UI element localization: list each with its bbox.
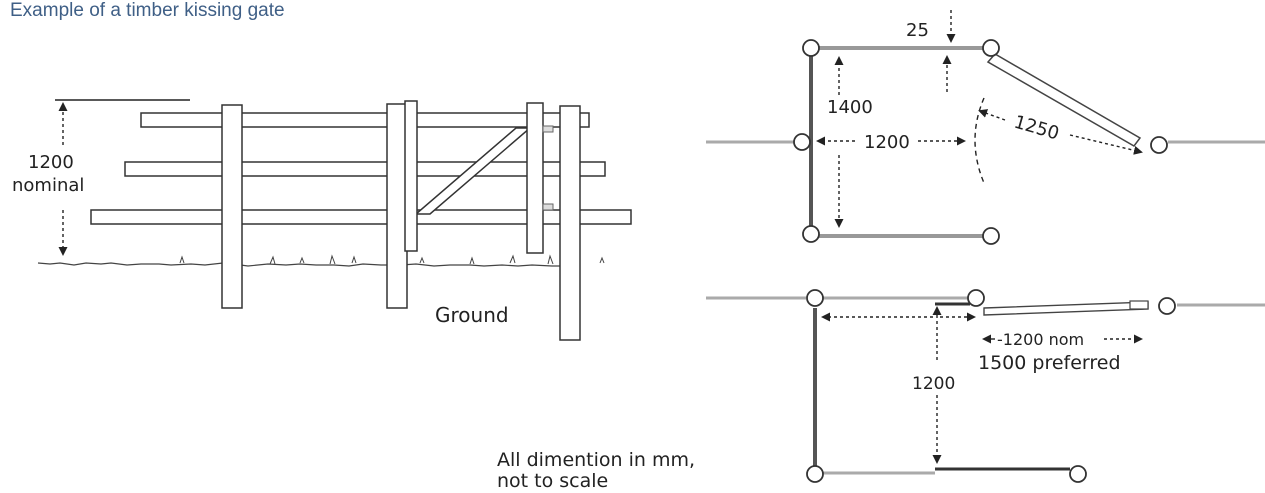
post-circle-top-right — [982, 39, 1000, 57]
post-circle-top-left — [802, 39, 820, 57]
post-circle-bottom-left — [802, 225, 820, 243]
bottom-rail — [90, 209, 632, 225]
post-circle-lower-top-left — [806, 289, 824, 307]
post-3 — [526, 102, 544, 254]
grass-tufts — [179, 254, 605, 265]
post-circle-lower-bottom-left — [806, 465, 824, 483]
gate-leaf-lower — [983, 301, 1149, 316]
post-circle-mid-left — [793, 133, 811, 151]
gate-swing-label: 1250 — [1012, 112, 1062, 145]
ground-line — [37, 262, 564, 267]
width-label: 1200 — [864, 132, 910, 153]
post-circle-lower-gate-end — [1158, 297, 1176, 315]
depth-label-lower: 1200 — [912, 374, 955, 394]
post-circle-gate-end — [1150, 136, 1168, 154]
post-circle-lower-top-mid — [967, 289, 985, 307]
post-circle-lower-bottom-right — [1069, 465, 1087, 483]
offset-label: 25 — [906, 20, 929, 41]
gate-swing-arc — [974, 97, 985, 184]
opening-label: -1200 nom — [997, 330, 1084, 349]
post-1 — [221, 104, 243, 309]
diagram-title: Example of a timber kissing gate — [10, 0, 285, 21]
post-circle-bottom-right — [982, 227, 1000, 245]
plan-view-bottom: 1200 -1200 nom 1500 preferred — [706, 289, 1265, 483]
height-label-nominal: nominal — [12, 175, 84, 196]
top-rail — [140, 112, 590, 128]
gate-stile-post — [404, 100, 418, 252]
post-2 — [386, 103, 408, 309]
gate-leaf — [986, 53, 1142, 147]
gate-latch-lower — [1129, 300, 1149, 310]
hinge-upper — [542, 125, 554, 133]
swing-arrow-right — [1069, 134, 1143, 155]
note-line-1: All dimention in mm, — [497, 449, 695, 471]
note-line-2: not to scale — [497, 470, 608, 492]
depth-label: 1400 — [827, 97, 873, 118]
preferred-label: 1500 preferred — [978, 352, 1121, 374]
post-4 — [559, 105, 581, 341]
plan-view-top: 25 1400 1200 1250 — [706, 10, 1265, 245]
hinge-lower — [542, 203, 554, 211]
ground-label: Ground — [435, 303, 509, 327]
gate-elevation: 1200 nominal Ground — [12, 99, 632, 341]
swing-arrow-left — [978, 109, 1006, 121]
height-label-number: 1200 — [28, 152, 74, 173]
